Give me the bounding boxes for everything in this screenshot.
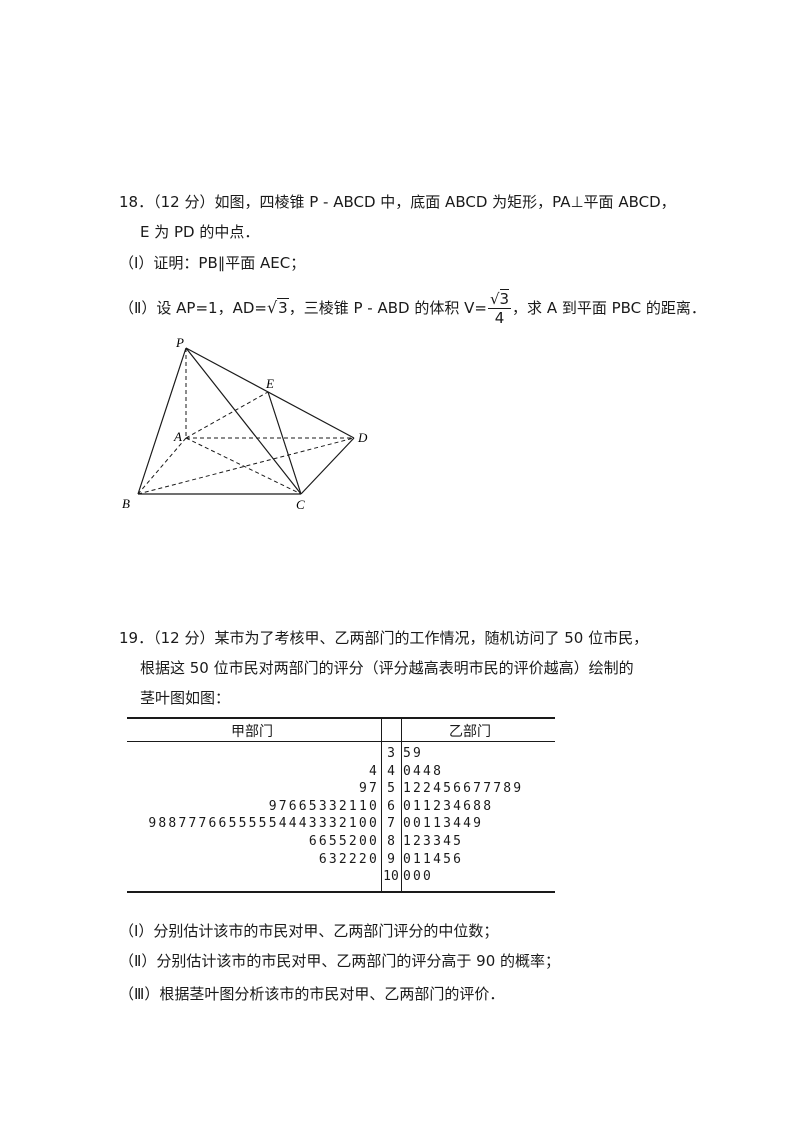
stem-value: 8: [387, 834, 395, 849]
stem-value: 6: [387, 798, 395, 814]
left-leaves: 97665332110: [268, 798, 379, 814]
table-row: 97 5 122456677789: [127, 780, 555, 797]
stem-value: 3: [387, 746, 395, 761]
left-leaves: 97: [358, 781, 379, 797]
sqrt-ad: √3: [266, 298, 289, 317]
table-row: 6655200 8 123345: [127, 833, 555, 850]
fraction-denominator: 4: [494, 309, 505, 327]
right-leaves: 0448: [403, 763, 444, 779]
q18-part2-a: （Ⅱ）设 AP=1，AD=: [119, 299, 267, 317]
table-row: 632220 9 011456: [127, 851, 555, 868]
q19-line1: 19．（12 分）某市为了考核甲、乙两部门的工作情况，随机访问了 50 位市民，: [119, 629, 649, 647]
left-leaves: 98877766555554443332100: [148, 816, 379, 832]
vertex-label-c: C: [296, 497, 305, 512]
table-row: 97665332110 6 011234688: [127, 798, 555, 815]
right-leaves: 122456677789: [403, 781, 524, 797]
right-leaves: 123345: [403, 834, 464, 849]
stem-value: 5: [387, 781, 395, 797]
right-leaves: 00113449: [403, 816, 484, 832]
table-row: 98877766555554443332100 7 00113449: [127, 815, 555, 832]
sqrt-ad-value: 3: [277, 298, 289, 317]
left-leaves: 632220: [318, 851, 379, 867]
fraction-numerator: √3: [487, 289, 512, 309]
left-leaves: 6655200: [308, 834, 379, 849]
left-header: 甲部门: [231, 724, 273, 740]
q19-part1: （Ⅰ）分别估计该市的市民对甲、乙两部门评分的中位数；: [119, 922, 499, 940]
q18-part1: （Ⅰ）证明：PB∥平面 AEC；: [119, 254, 306, 272]
stem-value: 10: [383, 869, 399, 885]
vertex-label-d: D: [357, 430, 368, 445]
q18-part2-c: ，求 A 到平面 PBC 的距离．: [512, 299, 706, 317]
left-leaves: 4: [368, 763, 379, 779]
q18-line1: 18．（12 分）如图，四棱锥 P - ABCD 中，底面 ABCD 为矩形，P…: [119, 193, 676, 211]
pyramid-figure: P E A D B C: [122, 335, 368, 512]
right-header: 乙部门: [449, 724, 491, 740]
stem-value: 9: [387, 851, 395, 867]
vertex-label-e: E: [265, 376, 274, 391]
right-leaves: 000: [403, 869, 434, 885]
q19-part3: （Ⅲ）根据茎叶图分析该市的市民对甲、乙两部门的评价．: [119, 985, 505, 1003]
vertex-label-p: P: [175, 335, 184, 350]
q19-part2: （Ⅱ）分别估计该市的市民对甲、乙两部门的评分高于 90 的概率；: [119, 952, 561, 970]
q18-line2: E 为 PD 的中点．: [140, 223, 260, 241]
vertex-label-a: A: [173, 429, 182, 444]
stem-value: 7: [387, 816, 395, 832]
stem-value: 4: [387, 763, 395, 779]
right-leaves: 59: [403, 746, 424, 761]
q19-line2: 根据这 50 位市民对两部门的评分（评分越高表明市民的评价越高）绘制的: [140, 659, 634, 677]
table-row: 3 59: [127, 745, 555, 762]
q18-part2-b: ，三棱锥 P - ABD 的体积 V=: [288, 299, 487, 317]
right-leaves: 011456: [403, 851, 464, 867]
right-leaves: 011234688: [403, 798, 494, 814]
vertex-label-b: B: [122, 496, 130, 511]
q19-line3: 茎叶图如图：: [140, 689, 231, 707]
